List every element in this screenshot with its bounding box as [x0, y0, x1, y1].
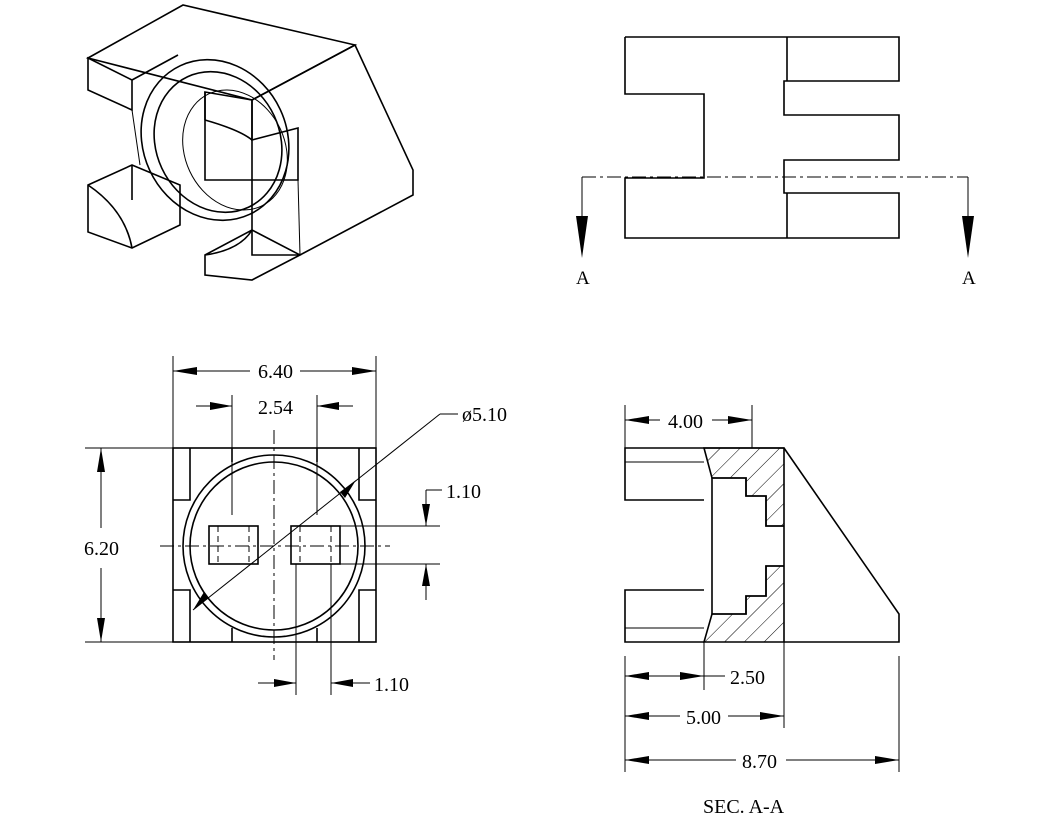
- front-view: 6.40 2.54 ø5.10 6.20 1.10: [84, 356, 507, 696]
- dim-sec-inner: 5.00: [686, 707, 721, 729]
- dim-width: 6.40: [258, 361, 293, 383]
- section-title: SEC. A-A: [703, 796, 785, 818]
- dim-slot-h: 1.10: [374, 674, 409, 696]
- dim-sec-total: 8.70: [742, 751, 777, 773]
- dim-sec-mid: 2.50: [730, 667, 765, 689]
- section-arrow-left: [576, 216, 588, 258]
- dim-height: 6.20: [84, 538, 119, 560]
- dim-diameter: ø5.10: [462, 404, 507, 426]
- dim-slot-v: 1.10: [446, 481, 481, 503]
- section-arrow-right: [962, 216, 974, 258]
- section-mark-right: A: [962, 268, 976, 289]
- dim-sec-top: 4.00: [668, 411, 703, 433]
- dim-pitch: 2.54: [258, 397, 293, 419]
- top-view: A A: [576, 36, 976, 289]
- section-view: 4.00 2.50 5.00 8.70 SEC. A-A: [624, 405, 900, 818]
- section-mark-left: A: [576, 268, 590, 289]
- isometric-view: [85, 4, 414, 281]
